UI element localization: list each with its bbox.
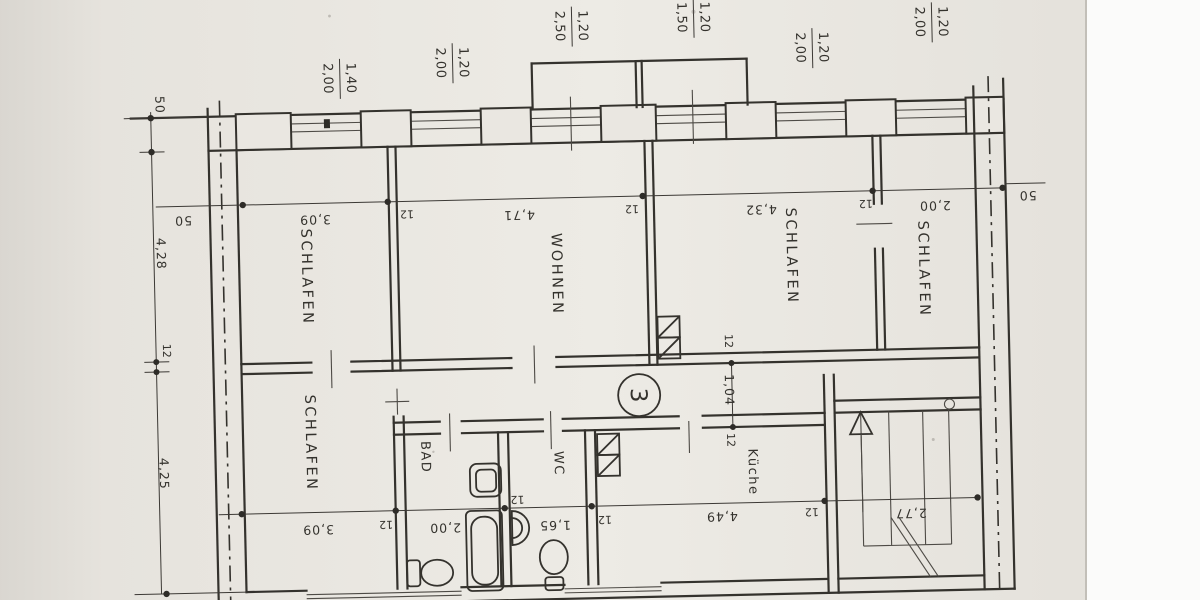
window-center-mark [323, 119, 331, 129]
top-wall-piers [234, 95, 1006, 152]
dim-upper-schlafen: 3,09 [299, 212, 331, 228]
left-exterior-wall [206, 100, 248, 600]
dim-lower-wc: 1,65 [539, 518, 571, 534]
section-line-left [218, 100, 232, 600]
window-dim-width: 1,20 [455, 47, 471, 78]
window-dim-height: 2,00 [432, 47, 448, 78]
bay-outline [530, 57, 749, 111]
dim-left-wall-inner: 50 [174, 213, 192, 228]
dim-upper-wall3: 12 [859, 197, 873, 210]
stair-direction-arrow-icon [848, 410, 874, 513]
dim-hall-top-wall: 12 [722, 334, 735, 348]
dimension-lines [123, 112, 1046, 598]
room-label-schlafen-bottom-left: SCHLAFEN [301, 394, 319, 491]
scan-specks [328, 9, 935, 454]
stairwell [833, 396, 982, 577]
chimney-lower [596, 432, 621, 478]
dim-left-upper: 4,28 [153, 238, 169, 270]
dim-lower-wall3: 12 [805, 505, 819, 518]
room-label-schlafen-mid: SCHLAFEN [782, 207, 800, 304]
dim-upper-schlafen-right: 2,00 [919, 198, 951, 214]
dim-hall-width: 1,04 [722, 374, 738, 406]
bad-toilet-icon [406, 558, 455, 588]
apartment-number-badge: 3 [617, 373, 662, 418]
dim-upper-wohnen: 4,71 [503, 207, 535, 223]
interior-walls [240, 134, 981, 595]
dim-upper-schlafen-mid: 4,32 [745, 202, 777, 218]
dim-left-lower: 4,25 [156, 458, 172, 490]
room-label-wc: WC [550, 451, 566, 476]
dim-lower-schlafen: 3,09 [302, 522, 334, 538]
bad-washbasin-icon [468, 462, 503, 498]
window-dim-3: 1,20 2,50 [551, 6, 590, 47]
bad-bathtub-icon [464, 509, 505, 592]
door-marks [330, 222, 893, 454]
room-label-wohnen: WOHNEN [547, 233, 565, 316]
room-label-kueche: Küche [744, 448, 760, 495]
dim-lower-kueche: 4,49 [706, 509, 738, 525]
window-dim-height: 2,00 [911, 7, 927, 38]
dim-bad-wc-wall: 12 [510, 493, 524, 506]
dim-hall-bottom-wall: 12 [724, 433, 737, 447]
window-dim-6: 1,20 2,00 [911, 2, 950, 43]
window-dim-2: 1,20 2,00 [432, 43, 471, 84]
dim-lower-stair: 2,77 [895, 506, 927, 522]
room-label-bad: BAD [417, 441, 433, 474]
dim-lower-wall1: 12 [379, 518, 393, 531]
window-dim-height: 1,50 [673, 2, 689, 33]
survey-point-marker [943, 398, 956, 410]
window-dim-height: 2,00 [792, 32, 808, 63]
room-label-schlafen-right: SCHLAFEN [914, 220, 932, 317]
window-dim-1: 1,40 2,00 [320, 58, 359, 99]
window-dim-4: 1,20 1,50 [673, 0, 712, 38]
dim-lower-wall2: 12 [598, 513, 612, 526]
wc-washbasin-icon [510, 510, 531, 546]
wc-toilet-icon [538, 539, 569, 592]
bathroom-fixtures [406, 462, 569, 592]
window-axis-tick [569, 96, 573, 151]
window-dim-width: 1,40 [343, 62, 359, 93]
dim-right-wall: 50 [1019, 188, 1037, 203]
bottom-window-sills [306, 586, 662, 600]
window-dim-width: 1,20 [815, 32, 831, 63]
window-dim-5: 1,20 2,00 [792, 28, 831, 69]
window-dim-height: 2,50 [551, 11, 567, 42]
dim-upper-wall1: 12 [400, 207, 414, 220]
window-dim-width: 1,20 [934, 6, 950, 37]
dim-left-mid-wall: 12 [160, 344, 173, 358]
top-exterior-wall [129, 57, 1006, 152]
chimney-upper [656, 315, 682, 360]
plan-drawing: SCHLAFEN WOHNEN SCHLAFEN SCHLAFEN SCHLAF… [123, 0, 1046, 600]
room-label-schlafen-top-left: SCHLAFEN [297, 228, 315, 325]
window-dim-width: 1,20 [696, 1, 712, 32]
dim-upper-wall2: 12 [625, 202, 639, 215]
top-window-sills [290, 108, 966, 133]
window-dim-width: 1,20 [574, 10, 590, 41]
section-line-right [987, 76, 1001, 592]
apartment-number: 3 [625, 388, 651, 403]
right-exterior-wall [972, 76, 1016, 592]
dim-left-wall-top: 50 [152, 96, 167, 114]
window-dim-height: 2,00 [320, 63, 336, 94]
window-axis-tick [691, 89, 695, 144]
scan-edge-right [1085, 0, 1200, 600]
bottom-exterior-wall [217, 574, 1016, 600]
dim-lower-bad: 2,00 [429, 520, 461, 536]
